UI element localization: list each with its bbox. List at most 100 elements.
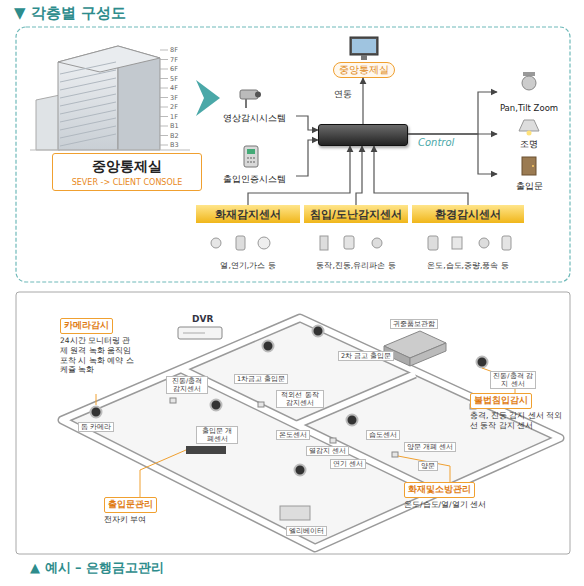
- door-label: 1차금고 출입문: [234, 374, 288, 384]
- access-controller: [186, 446, 226, 454]
- elevator-door: [280, 506, 310, 520]
- connector-arrow: [296, 140, 318, 176]
- node-heading: 조명: [520, 140, 538, 150]
- diagram-title: ▼ 각층별 구성도: [14, 4, 126, 23]
- system-icon-node: 출입인증시스템: [212, 143, 296, 185]
- node-heading: 환경감시센서: [412, 205, 524, 223]
- node-body: SEVER -> CLIENT CONSOLE: [72, 178, 183, 187]
- connector-arrow: [374, 146, 468, 205]
- floor-label: 6F: [170, 65, 178, 73]
- floor-label: 2F: [170, 103, 178, 111]
- control-target: 출입문: [497, 156, 561, 192]
- light-icon: [519, 120, 539, 131]
- node-heading: 카메라감시: [60, 318, 113, 334]
- floor-label: 3F: [170, 94, 178, 102]
- camera-lens: [255, 92, 261, 98]
- outer-wall: [62, 318, 560, 548]
- callout-box: 불법침입감시충격, 진동 감지 센서 적외선 동작 감지 센서: [470, 393, 566, 433]
- control-room-box: 중앙통제실: [333, 62, 395, 78]
- door-label: 2차 금고 출입문: [338, 351, 394, 361]
- floor-ticks: [160, 50, 168, 145]
- connector-arrow: [408, 133, 497, 134]
- device-label: DVR: [192, 314, 213, 324]
- node-body: 전자키 부여: [104, 515, 146, 525]
- chevron-arrow: [196, 80, 220, 116]
- locker-front: [410, 343, 446, 366]
- dvr-device: [178, 327, 222, 339]
- connector-arrow: [362, 78, 363, 124]
- system-icon-node: 영상감시시스템: [212, 84, 296, 124]
- camera-label: 돔 카메라: [78, 422, 114, 432]
- node-heading: 화재감지센서: [196, 205, 300, 223]
- sensor-band: 환경감시센서온도,습도,중량,풍속 등: [412, 205, 524, 271]
- access-reader-icon: [244, 146, 258, 167]
- floor-label: 4F: [170, 84, 178, 92]
- node-body: 충격, 진동 감지 센서 적외선 동작 감지 센서: [470, 411, 566, 431]
- connector-arrow: [296, 116, 318, 130]
- building-block: [36, 95, 60, 150]
- node-heading: 출입문: [516, 182, 543, 192]
- building-roof: [58, 46, 160, 72]
- node-heading: 중앙통제실: [92, 158, 162, 176]
- vault-floor: [62, 318, 560, 548]
- floor-label: B1: [170, 122, 179, 130]
- locker-label: 귀중품보관함: [390, 319, 438, 329]
- ptz-mount: [523, 72, 535, 76]
- connector-arrow: [408, 134, 497, 174]
- node-body: 온도/습도/열/열기 센서: [404, 500, 486, 510]
- leader-lines: [96, 368, 515, 497]
- ground-line: [30, 150, 190, 151]
- floor-label: 8F: [170, 46, 178, 54]
- sensor-label: 출입문 개폐센서: [196, 426, 238, 444]
- sensor-label: 습도센서: [366, 430, 400, 440]
- callout-box: 화재및소방관리온도/습도/열/열기 센서: [404, 482, 514, 512]
- door-label: 양문: [418, 461, 438, 471]
- building-windows: [60, 62, 116, 146]
- node-heading: 화재및소방관리: [404, 482, 475, 498]
- monitor-stand: [361, 55, 367, 60]
- sensor-label: 양문 개폐 센서: [404, 442, 456, 452]
- node-heading: 불법침입감시: [470, 393, 532, 409]
- camera-mount: [245, 99, 247, 108]
- floor-label: 7F: [170, 56, 178, 64]
- panel-frame: [16, 292, 570, 554]
- floor-label: B2: [170, 132, 179, 140]
- node-body: 24시간 모니터링 관제 원격 녹화 움직임 포착 시 녹화 예약 스케쥴 녹화: [60, 336, 138, 375]
- light-bulb: [527, 131, 532, 136]
- panel-frame: [16, 27, 570, 282]
- node-heading: 출입문관리: [104, 497, 157, 513]
- dvr-slot: [183, 333, 205, 334]
- floor-label: 5F: [170, 75, 178, 83]
- callout-box: 출입문관리전자키 부여: [104, 497, 184, 527]
- callout-box: 카메라감시 24시간 모니터링 관제 원격 녹화 움직임 포착 시 녹화 예약 스…: [60, 318, 138, 392]
- sensor-label: 연기 센서: [330, 459, 366, 469]
- connector-arrow: [356, 146, 362, 205]
- sensor-label: 온도센서: [276, 430, 310, 440]
- sensor-icons: [211, 236, 511, 250]
- ptz-camera-icon: [522, 76, 536, 90]
- edge-label: Control: [418, 137, 454, 148]
- control-room-box: 중앙통제실 SEVER -> CLIENT CONSOLE: [52, 153, 202, 191]
- dvr-device: [318, 124, 408, 146]
- monitor-icon: [350, 37, 378, 55]
- node-heading: Pan,Tilt Zoom: [500, 104, 558, 114]
- floor-label: B3: [170, 141, 179, 149]
- node-body: 열,연기,가스 등: [196, 261, 300, 271]
- reader-display: [247, 149, 255, 154]
- control-target: 조명: [497, 118, 561, 150]
- sensor-label: 진동/충격 감지 센서: [490, 371, 536, 389]
- elevator-label: 엘리베이터: [286, 526, 327, 536]
- connector-arrow: [408, 92, 497, 134]
- reader-keys: [247, 157, 255, 163]
- node-heading: 중앙통제실: [339, 64, 389, 77]
- node-heading: 출입인증시스템: [223, 175, 286, 185]
- control-target: Pan,Tilt Zoom: [497, 70, 561, 114]
- floor-label: 1F: [170, 113, 178, 121]
- sensor-label: 적외선 동작 감지센서: [276, 390, 324, 408]
- monitor-screen: [352, 39, 376, 53]
- diagram-caption: ▲ 예시 – 은행금고관리: [30, 559, 164, 577]
- sensor-band: 화재감지센서열,연기,가스 등: [196, 205, 300, 271]
